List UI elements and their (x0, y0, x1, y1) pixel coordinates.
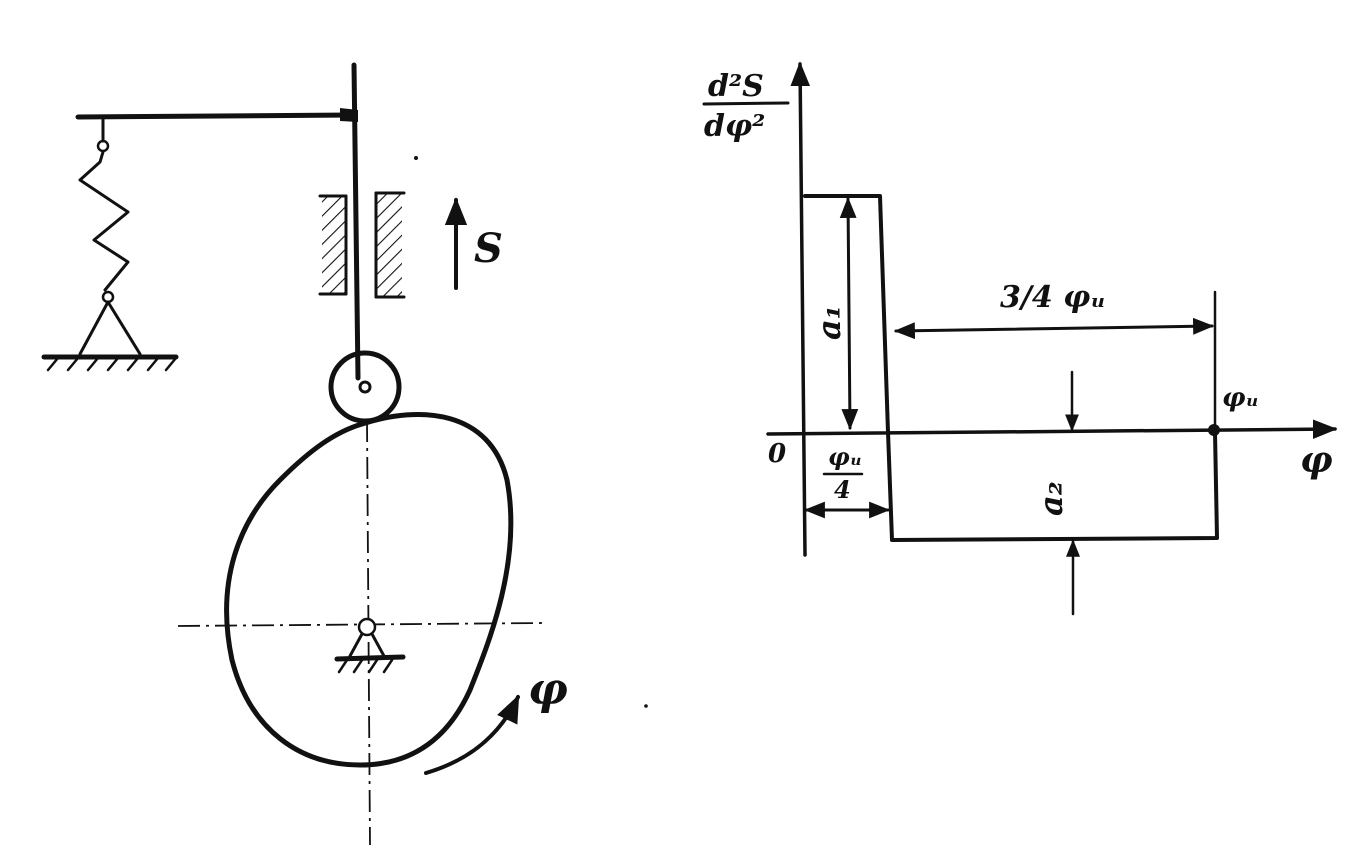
amplitude-a2-label: a₂ (1032, 481, 1070, 516)
cam-mechanism: S φ (41, 62, 568, 846)
y-axis-label-fraction-bar (702, 101, 790, 106)
scan-speck (414, 156, 418, 160)
positive-acceleration-step (803, 194, 890, 434)
acceleration-diagram: d²S dφ² φ 0 a₁ φᵤ a₂ 3/4 φᵤ φᵤ 4 (702, 61, 1338, 616)
end-angle-point (1208, 424, 1220, 436)
second-interval-dimension (893, 317, 1215, 340)
first-interval-numerator: φᵤ (828, 442, 862, 471)
cam-profile (224, 412, 514, 768)
end-angle-label: φᵤ (1222, 383, 1259, 413)
displacement-label: S (474, 225, 503, 272)
x-axis-label: φ (1300, 439, 1333, 481)
cam-horizontal-centerline (177, 622, 546, 627)
scan-speck (644, 704, 648, 708)
rotation-label: φ (528, 664, 568, 715)
y-axis (790, 61, 811, 557)
second-interval-label: 3/4 φᵤ (1000, 280, 1106, 315)
ground-hatch (46, 356, 178, 372)
amplitude-a1-label: a₁ (810, 305, 848, 340)
follower-guides (318, 191, 406, 299)
roller-pin (358, 380, 372, 394)
y-axis-label-numerator: d²S (708, 69, 764, 104)
first-interval-denominator: 4 (834, 475, 851, 504)
cam-pivot (334, 617, 406, 674)
lever-arm (75, 112, 355, 120)
origin-label: 0 (768, 439, 786, 469)
spring-icon (78, 150, 130, 292)
cam-vertical-centerline (366, 419, 371, 846)
x-axis (766, 419, 1338, 439)
negative-acceleration-step (886, 430, 1219, 542)
roller (328, 350, 402, 424)
follower-rod (351, 62, 361, 381)
amplitude-a1-dimension (839, 196, 859, 431)
rotation-arrow-icon (424, 694, 520, 775)
y-axis-label-denominator: dφ² (704, 109, 765, 144)
spring-assembly (41, 115, 179, 372)
